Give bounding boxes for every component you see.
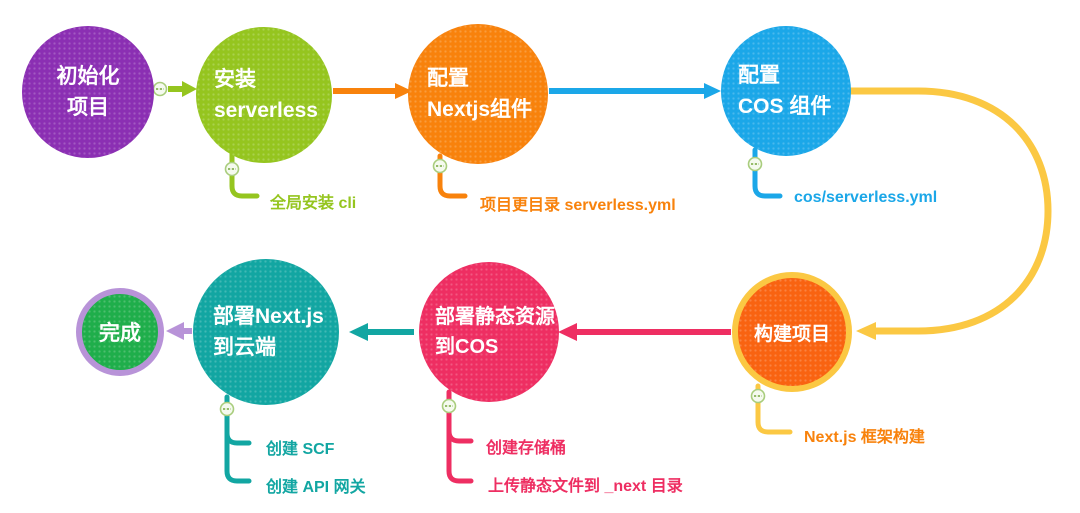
- node-label: 初始化: [56, 65, 120, 88]
- annotation-create-scf[interactable]: 创建 SCF: [266, 441, 335, 458]
- node-label: 配置: [738, 64, 780, 87]
- arrow-install-to-confignextjs: [333, 83, 412, 99]
- node-label: 完成: [99, 322, 141, 345]
- branch-deploynext: [224, 394, 252, 484]
- branch-configcos: [752, 147, 783, 199]
- node-label: COS 组件: [738, 95, 832, 118]
- arrow-confignextjs-to-configcos: [549, 83, 721, 99]
- node-config-cos-component[interactable]: 配置 COS 组件: [721, 26, 851, 156]
- node-label: 构建项目: [753, 323, 830, 345]
- arrow-deploynext-to-done: [166, 322, 192, 340]
- collapse-icon-confignextjs[interactable]: [432, 158, 448, 174]
- node-label: 配置: [427, 67, 469, 90]
- node-label: 项目: [67, 96, 109, 119]
- branch-deploystatic: [446, 389, 474, 484]
- curve-configcos-to-build: [847, 87, 1052, 340]
- arrow-build-to-deploystatic: [558, 323, 731, 341]
- node-build-project[interactable]: 构建项目: [732, 272, 852, 392]
- branch-confignextjs: [437, 153, 468, 199]
- annotation-cos-serverless-yml[interactable]: cos/serverless.yml: [794, 189, 938, 206]
- collapse-icon-configcos[interactable]: [747, 156, 763, 172]
- collapse-icon-install[interactable]: [224, 161, 240, 177]
- node-deploy-static-to-cos[interactable]: 部署静态资源 到COS: [419, 262, 559, 402]
- branch-build: [755, 383, 793, 435]
- node-label: 安装: [214, 68, 256, 91]
- node-config-nextjs-component[interactable]: 配置 Nextjs组件: [408, 24, 548, 164]
- annotation-project-root-yml[interactable]: 项目更目录 serverless.yml: [480, 197, 676, 214]
- node-label: 部署静态资源: [435, 306, 555, 328]
- annotation-create-api-gateway[interactable]: 创建 API 网关: [266, 479, 366, 496]
- collapse-icon-deploystatic[interactable]: [441, 398, 457, 414]
- annotation-upload-static-next[interactable]: 上传静态文件到 _next 目录: [488, 478, 683, 495]
- annotation-global-install-cli[interactable]: 全局安装 cli: [270, 195, 357, 212]
- node-deploy-nextjs-to-cloud[interactable]: 部署Next.js 到云端: [193, 259, 339, 405]
- node-init-project[interactable]: 初始化 项目: [22, 26, 154, 158]
- node-install-serverless[interactable]: 安装 serverless: [196, 27, 332, 163]
- collapse-icon-build[interactable]: [750, 388, 766, 404]
- node-label: 到云端: [213, 336, 276, 359]
- collapse-icon-init-link[interactable]: [152, 81, 168, 97]
- node-done[interactable]: 完成: [76, 288, 164, 376]
- annotation-create-bucket[interactable]: 创建存储桶: [486, 440, 567, 457]
- arrow-deploystatic-to-deploynext: [349, 323, 414, 341]
- collapse-icon-deploynext[interactable]: [219, 401, 235, 417]
- arrow-init-to-install: [168, 81, 197, 97]
- branch-install-serverless: [229, 149, 260, 199]
- node-label: 部署Next.js: [213, 305, 324, 328]
- node-label: serverless: [214, 99, 318, 122]
- node-label: 到COS: [435, 336, 499, 358]
- node-label: Nextjs组件: [427, 98, 533, 121]
- annotation-nextjs-frame-build[interactable]: Next.js 框架构建: [804, 429, 925, 446]
